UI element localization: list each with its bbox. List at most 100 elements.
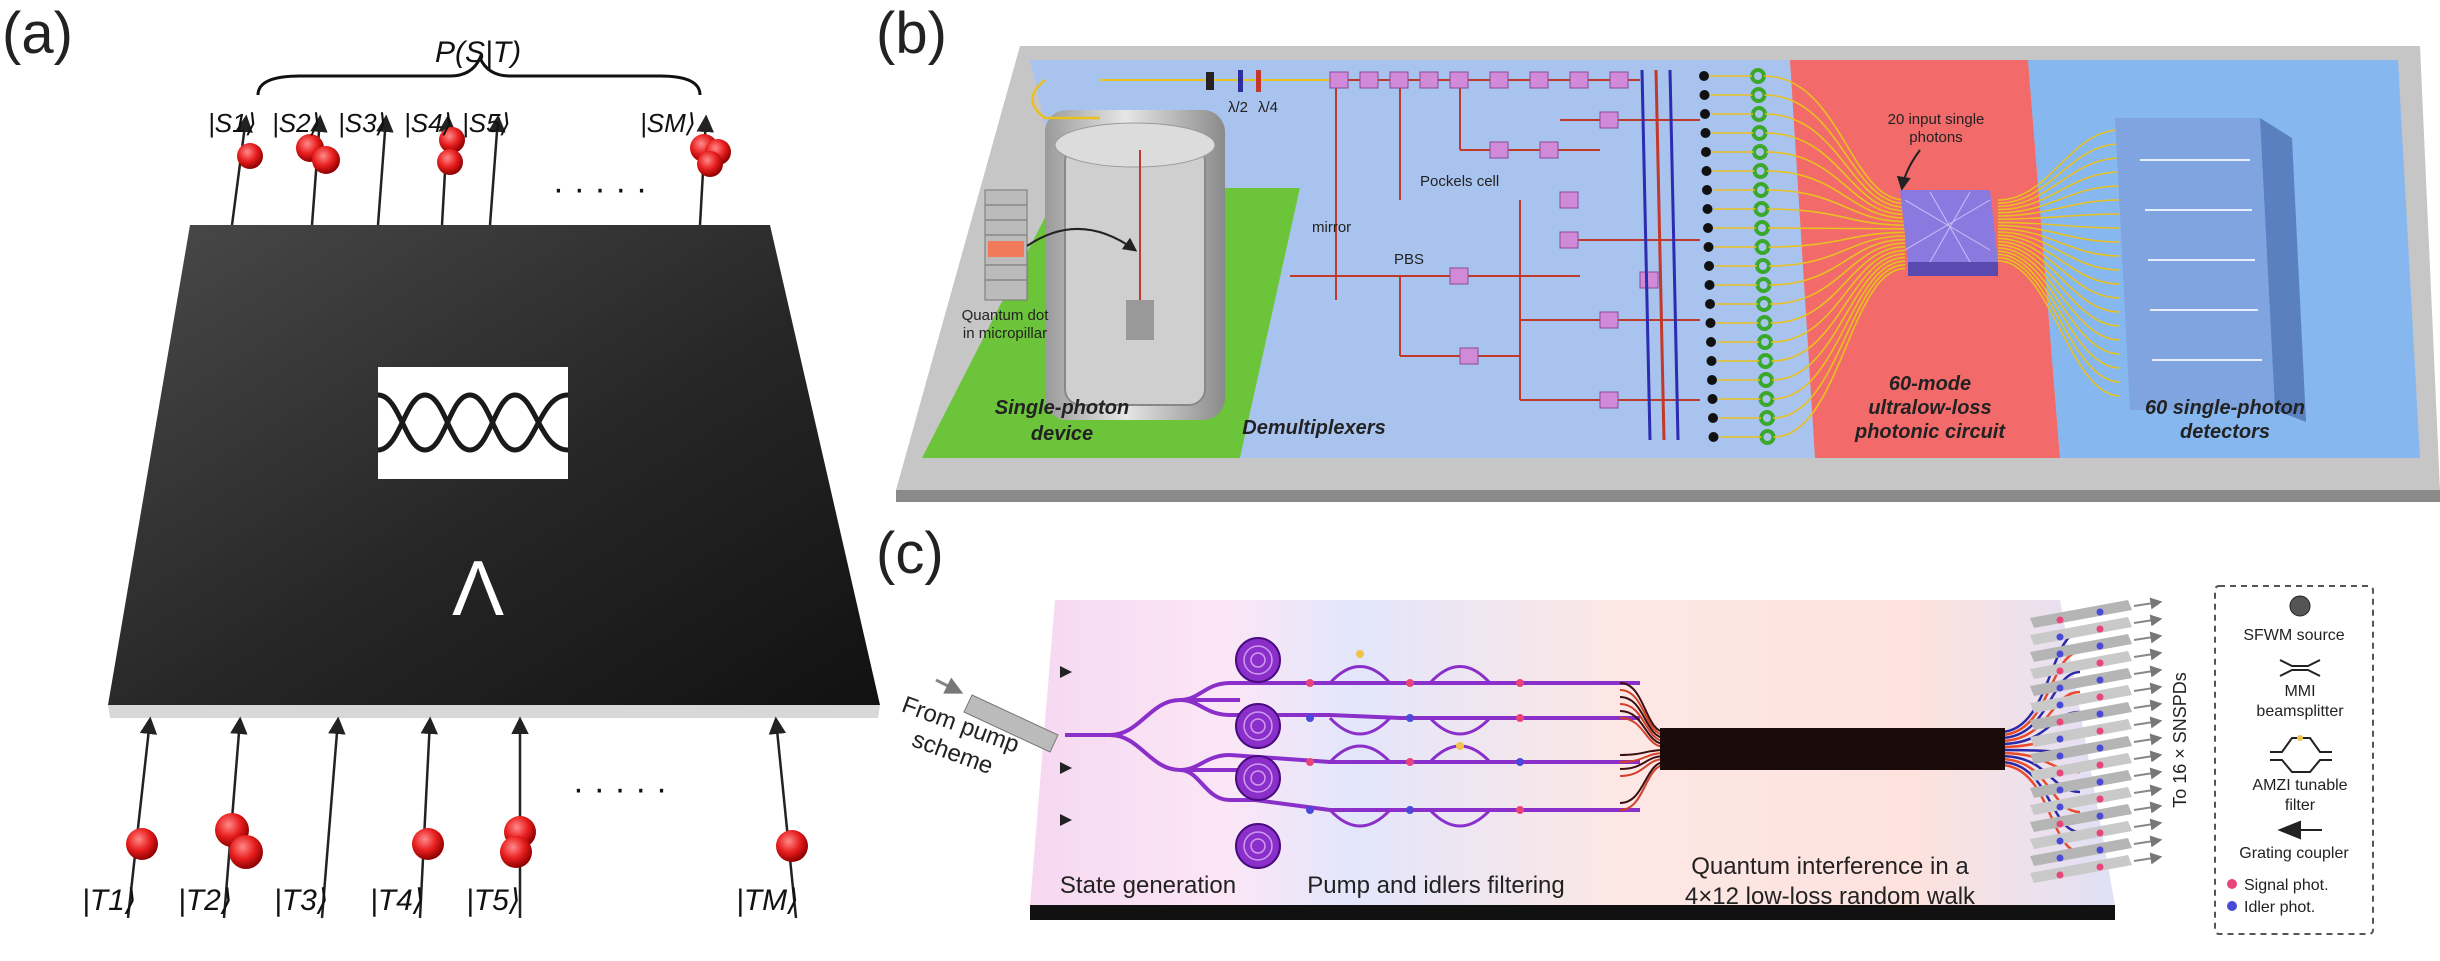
grating-couplers xyxy=(1060,666,1072,826)
region-label-demux: Demultiplexers xyxy=(1242,417,1385,439)
in-label-3: |T3⟩ xyxy=(274,884,329,917)
fiber-coupler xyxy=(1705,318,1716,328)
signal-dot-icon xyxy=(2227,879,2237,889)
bus-lines xyxy=(1640,69,1680,441)
region-label-circuit-3: photonic circuit xyxy=(1854,421,2006,443)
label-pbs: PBS xyxy=(1394,251,1424,268)
panel-c-letter: (c) xyxy=(876,521,944,586)
in-label-5: |T5⟩ xyxy=(466,884,521,917)
out-label-1: |S1⟩ xyxy=(208,108,257,138)
region-label-detectors-1: 60 single-photon xyxy=(2145,397,2305,419)
idler-dot-icon xyxy=(2227,901,2237,911)
waveplate-quarter: λ/4 xyxy=(1258,99,1278,116)
dots-bottom: · · · · · xyxy=(573,770,667,808)
snspd-fiber xyxy=(2030,838,2132,866)
snspd-fiber xyxy=(2030,600,2132,628)
panel-b-letter: (b) xyxy=(876,1,947,66)
legend-amzi-2: filter xyxy=(2285,797,2316,814)
label-pump-filtering: Pump and idlers filtering xyxy=(1307,872,1564,899)
panel-a-diagram: P(S|T) |S1⟩ |S2⟩ |S3⟩ |S4⟩ |S xyxy=(82,36,880,919)
region-demux xyxy=(1030,60,1815,458)
out-label-3: |S3⟩ xyxy=(338,108,387,138)
fiber-coupler xyxy=(1708,413,1718,423)
legend-sfwm: SFWM source xyxy=(2243,627,2344,644)
label-qi-2: 4×12 low-loss random walk xyxy=(1685,883,1976,910)
output-photons xyxy=(237,127,731,177)
panel-b-diagram: Quantum dot in micropillar λ/2 λ/4 xyxy=(896,46,2440,502)
region-label-circuit-2: ultralow-loss xyxy=(1868,397,1991,419)
fiber-coupler xyxy=(1701,147,1711,157)
fiber-coupler xyxy=(1702,204,1713,214)
region-label-single-2: device xyxy=(1031,423,1093,445)
snspd-fiber xyxy=(2030,634,2132,662)
fiber-coupler xyxy=(1708,432,1719,442)
fiber-coupler xyxy=(1703,242,1714,252)
waveplates xyxy=(1206,70,1261,92)
fiber-coupler xyxy=(1700,128,1711,138)
region-label-detectors-2: detectors xyxy=(2180,421,2270,443)
micropillar xyxy=(984,189,1138,301)
waveplate-half: λ/2 xyxy=(1228,99,1248,116)
sfwm-spirals xyxy=(1235,637,1281,869)
snspd-fiber xyxy=(2030,668,2132,696)
label-pockels: Pockels cell xyxy=(1420,173,1499,190)
legend-mmi-1: MMI xyxy=(2284,683,2315,700)
detector-block xyxy=(2115,118,2306,422)
fiber-coupler xyxy=(1699,71,1709,81)
legend-signal: Signal phot. xyxy=(2244,877,2329,894)
out-label-4: |S4⟩ xyxy=(404,108,453,138)
grating-icon xyxy=(2277,820,2322,840)
lambda-symbol: Λ xyxy=(452,544,504,632)
panel-c-diagram: From pump scheme xyxy=(898,585,2374,935)
prob-label: P(S|T) xyxy=(435,36,521,69)
snspd-fiber xyxy=(2030,770,2132,798)
photonic-chip xyxy=(1900,190,1998,276)
in-label-2: |T2⟩ xyxy=(178,884,233,917)
out-label-2: |S2⟩ xyxy=(272,108,321,138)
fiber-coupler xyxy=(1706,337,1716,347)
slab-edge xyxy=(108,705,880,718)
snspd-fiber xyxy=(2030,753,2132,781)
brace xyxy=(256,54,702,96)
legend-grating: Grating coupler xyxy=(2239,845,2349,862)
snspd-fiber xyxy=(2030,821,2132,849)
snspd-fiber xyxy=(2030,702,2132,730)
sfwm-icon xyxy=(2289,595,2311,617)
qd-label-1: Quantum dot xyxy=(962,307,1050,324)
snspd-label: To 16 × SNSPDs xyxy=(2170,672,2190,808)
dots-top: · · · · · xyxy=(553,170,647,208)
snspd-fiber xyxy=(2030,719,2132,747)
snspd-fiber xyxy=(2030,736,2132,764)
fiber-coupler xyxy=(1707,394,1718,404)
out-label-m: |SM⟩ xyxy=(640,108,696,138)
snspd-fiber xyxy=(2030,617,2132,645)
out-label-5: |S5⟩ xyxy=(462,108,511,138)
random-walk-core xyxy=(1660,728,2005,770)
photon-markers xyxy=(1306,650,1524,814)
input-label-2: photons xyxy=(1909,129,1962,146)
fiber-coupler xyxy=(1705,299,1715,309)
fiber-coupler xyxy=(1703,223,1713,233)
pockels-cells xyxy=(1329,71,1659,409)
legend-idler: Idler phot. xyxy=(2244,899,2315,916)
fiber-coupler xyxy=(1699,90,1710,100)
chip-body xyxy=(1030,600,2115,905)
demux-tree xyxy=(1290,80,1700,401)
fiber-coupler xyxy=(1704,261,1714,271)
fiber-coupler xyxy=(1701,166,1712,176)
fiber-coupler xyxy=(1704,280,1715,290)
snspd-fiber xyxy=(2030,685,2132,713)
fiber-fan xyxy=(1763,75,2121,438)
snspd-fiber xyxy=(2030,804,2132,832)
region-label-circuit-1: 60-mode xyxy=(1889,373,1971,395)
snspd-fibers xyxy=(2030,597,2163,883)
label-mirror: mirror xyxy=(1312,219,1351,236)
fiber-couplers xyxy=(1699,68,1776,445)
in-label-m: |TM⟩ xyxy=(736,884,799,917)
fiber-coupler xyxy=(1707,375,1717,385)
snspd-fiber xyxy=(2030,651,2132,679)
window-waveguides xyxy=(377,392,569,453)
legend-amzi-1: AMZI tunable xyxy=(2252,777,2347,794)
cryostat xyxy=(1045,110,1225,420)
fiber-coupler xyxy=(1706,356,1717,366)
